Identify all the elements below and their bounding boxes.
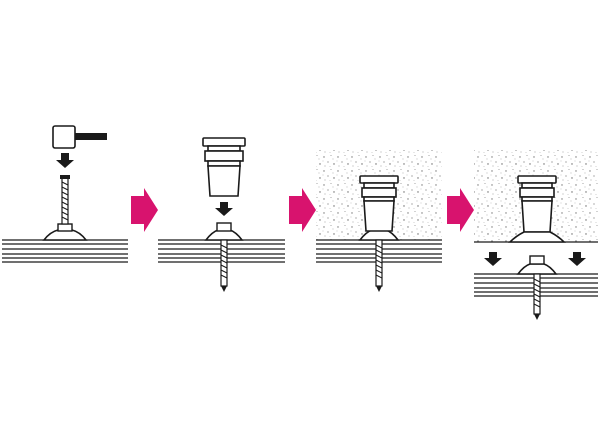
down-arrow-icon (215, 202, 233, 216)
transition-arrow-2-3 (289, 188, 316, 232)
screw-head-icon (57, 223, 73, 232)
down-arrow-icon (484, 252, 502, 266)
sleeve-icon (202, 137, 246, 197)
screw-icon (375, 239, 383, 292)
step-4-settlement (474, 150, 598, 320)
substrate-layers (2, 239, 128, 263)
sleeve-icon (359, 175, 399, 232)
screw-icon (220, 239, 228, 292)
down-arrow-icon (568, 252, 586, 266)
sleeve-icon (508, 175, 566, 243)
washer-icon (516, 263, 558, 275)
step-3-insulation-applied (316, 150, 442, 292)
step-1-hammer-nail (2, 125, 128, 263)
screw-icon (60, 175, 70, 225)
screw-icon (533, 273, 541, 320)
screw-head-icon (216, 222, 232, 232)
hammer-icon (52, 125, 107, 149)
transition-arrow-1-2 (131, 188, 158, 232)
step-2-place-sleeve (158, 137, 285, 292)
transition-arrow-3-4 (447, 188, 474, 232)
down-arrow-icon (56, 153, 74, 168)
screw-head-icon (529, 255, 545, 265)
